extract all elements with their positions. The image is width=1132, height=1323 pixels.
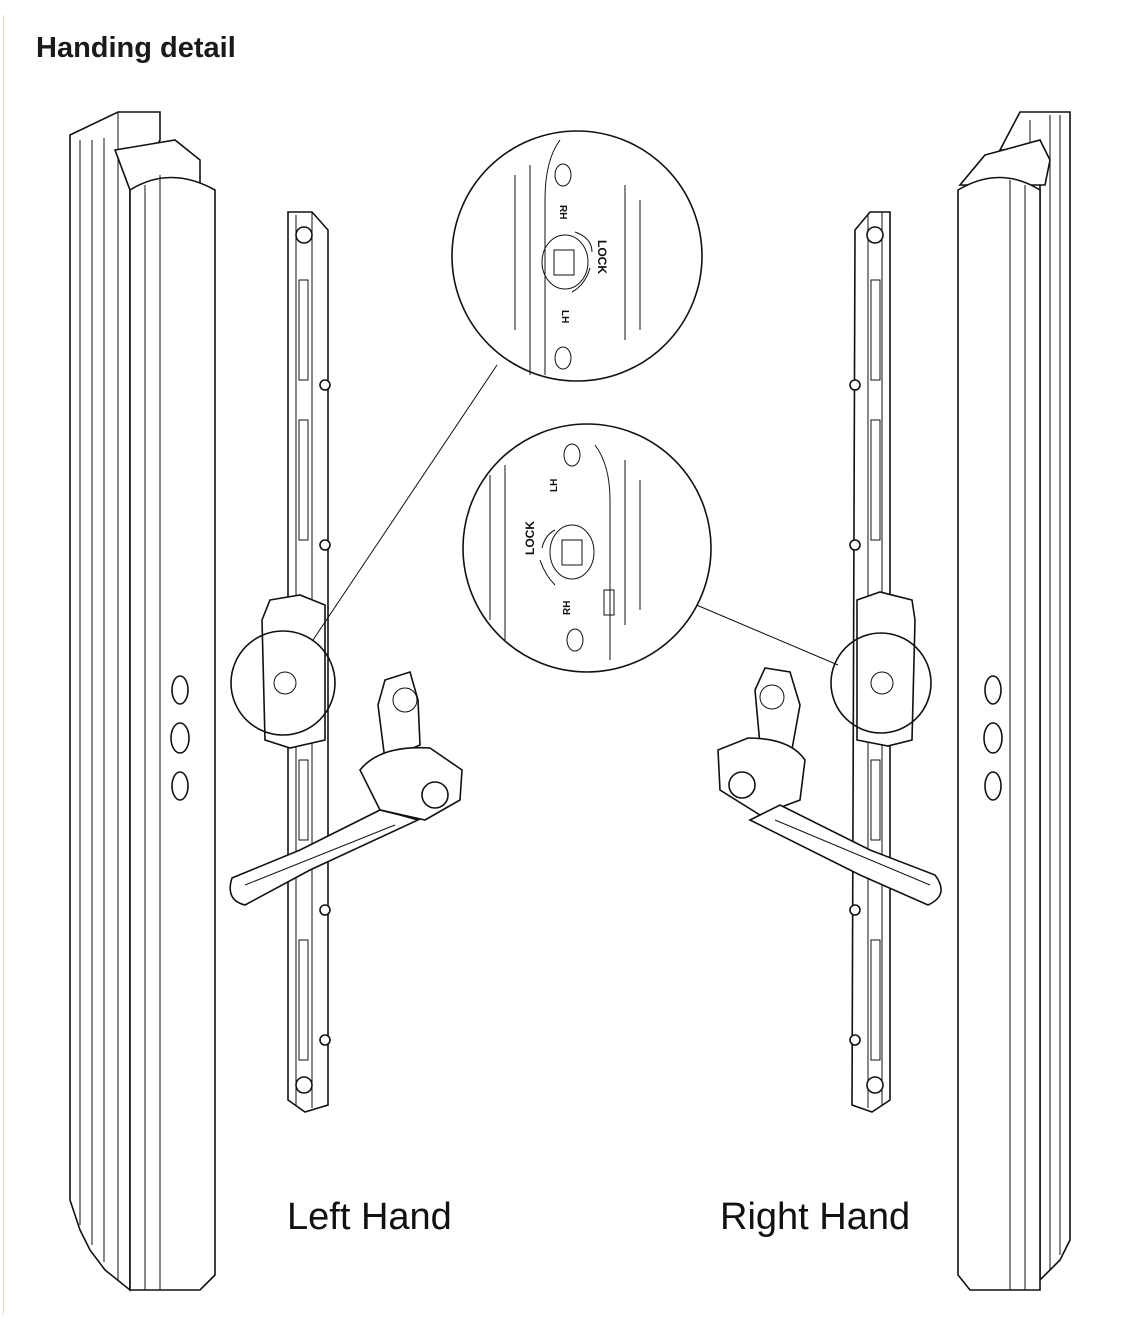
left-handle xyxy=(230,672,462,905)
right-hand-detail-magnifier: LH LOCK RH xyxy=(463,424,711,672)
detail-label-rh-mirror: RH xyxy=(562,601,573,615)
detail-label-lock-mirror: LOCK xyxy=(523,521,537,555)
detail-label-lock: LOCK xyxy=(595,240,609,274)
detail-label-rh: RH xyxy=(557,205,568,219)
page-edge-line xyxy=(3,15,4,1315)
detail-label-lh-mirror: LH xyxy=(549,479,560,492)
left-hand-detail-magnifier: RH LOCK LH xyxy=(452,131,702,381)
caption-right-hand: Right Hand xyxy=(720,1196,911,1238)
right-leader-line xyxy=(680,598,838,665)
left-leader-line xyxy=(313,365,497,640)
right-gearbox xyxy=(831,592,931,746)
right-handle xyxy=(718,668,941,905)
detail-label-lh: LH xyxy=(559,310,570,323)
left-gearbox xyxy=(231,595,335,748)
left-frame-profile xyxy=(70,112,215,1290)
page-title: Handing detail xyxy=(36,32,236,64)
caption-left-hand: Left Hand xyxy=(287,1196,452,1238)
right-frame-profile xyxy=(958,112,1070,1290)
